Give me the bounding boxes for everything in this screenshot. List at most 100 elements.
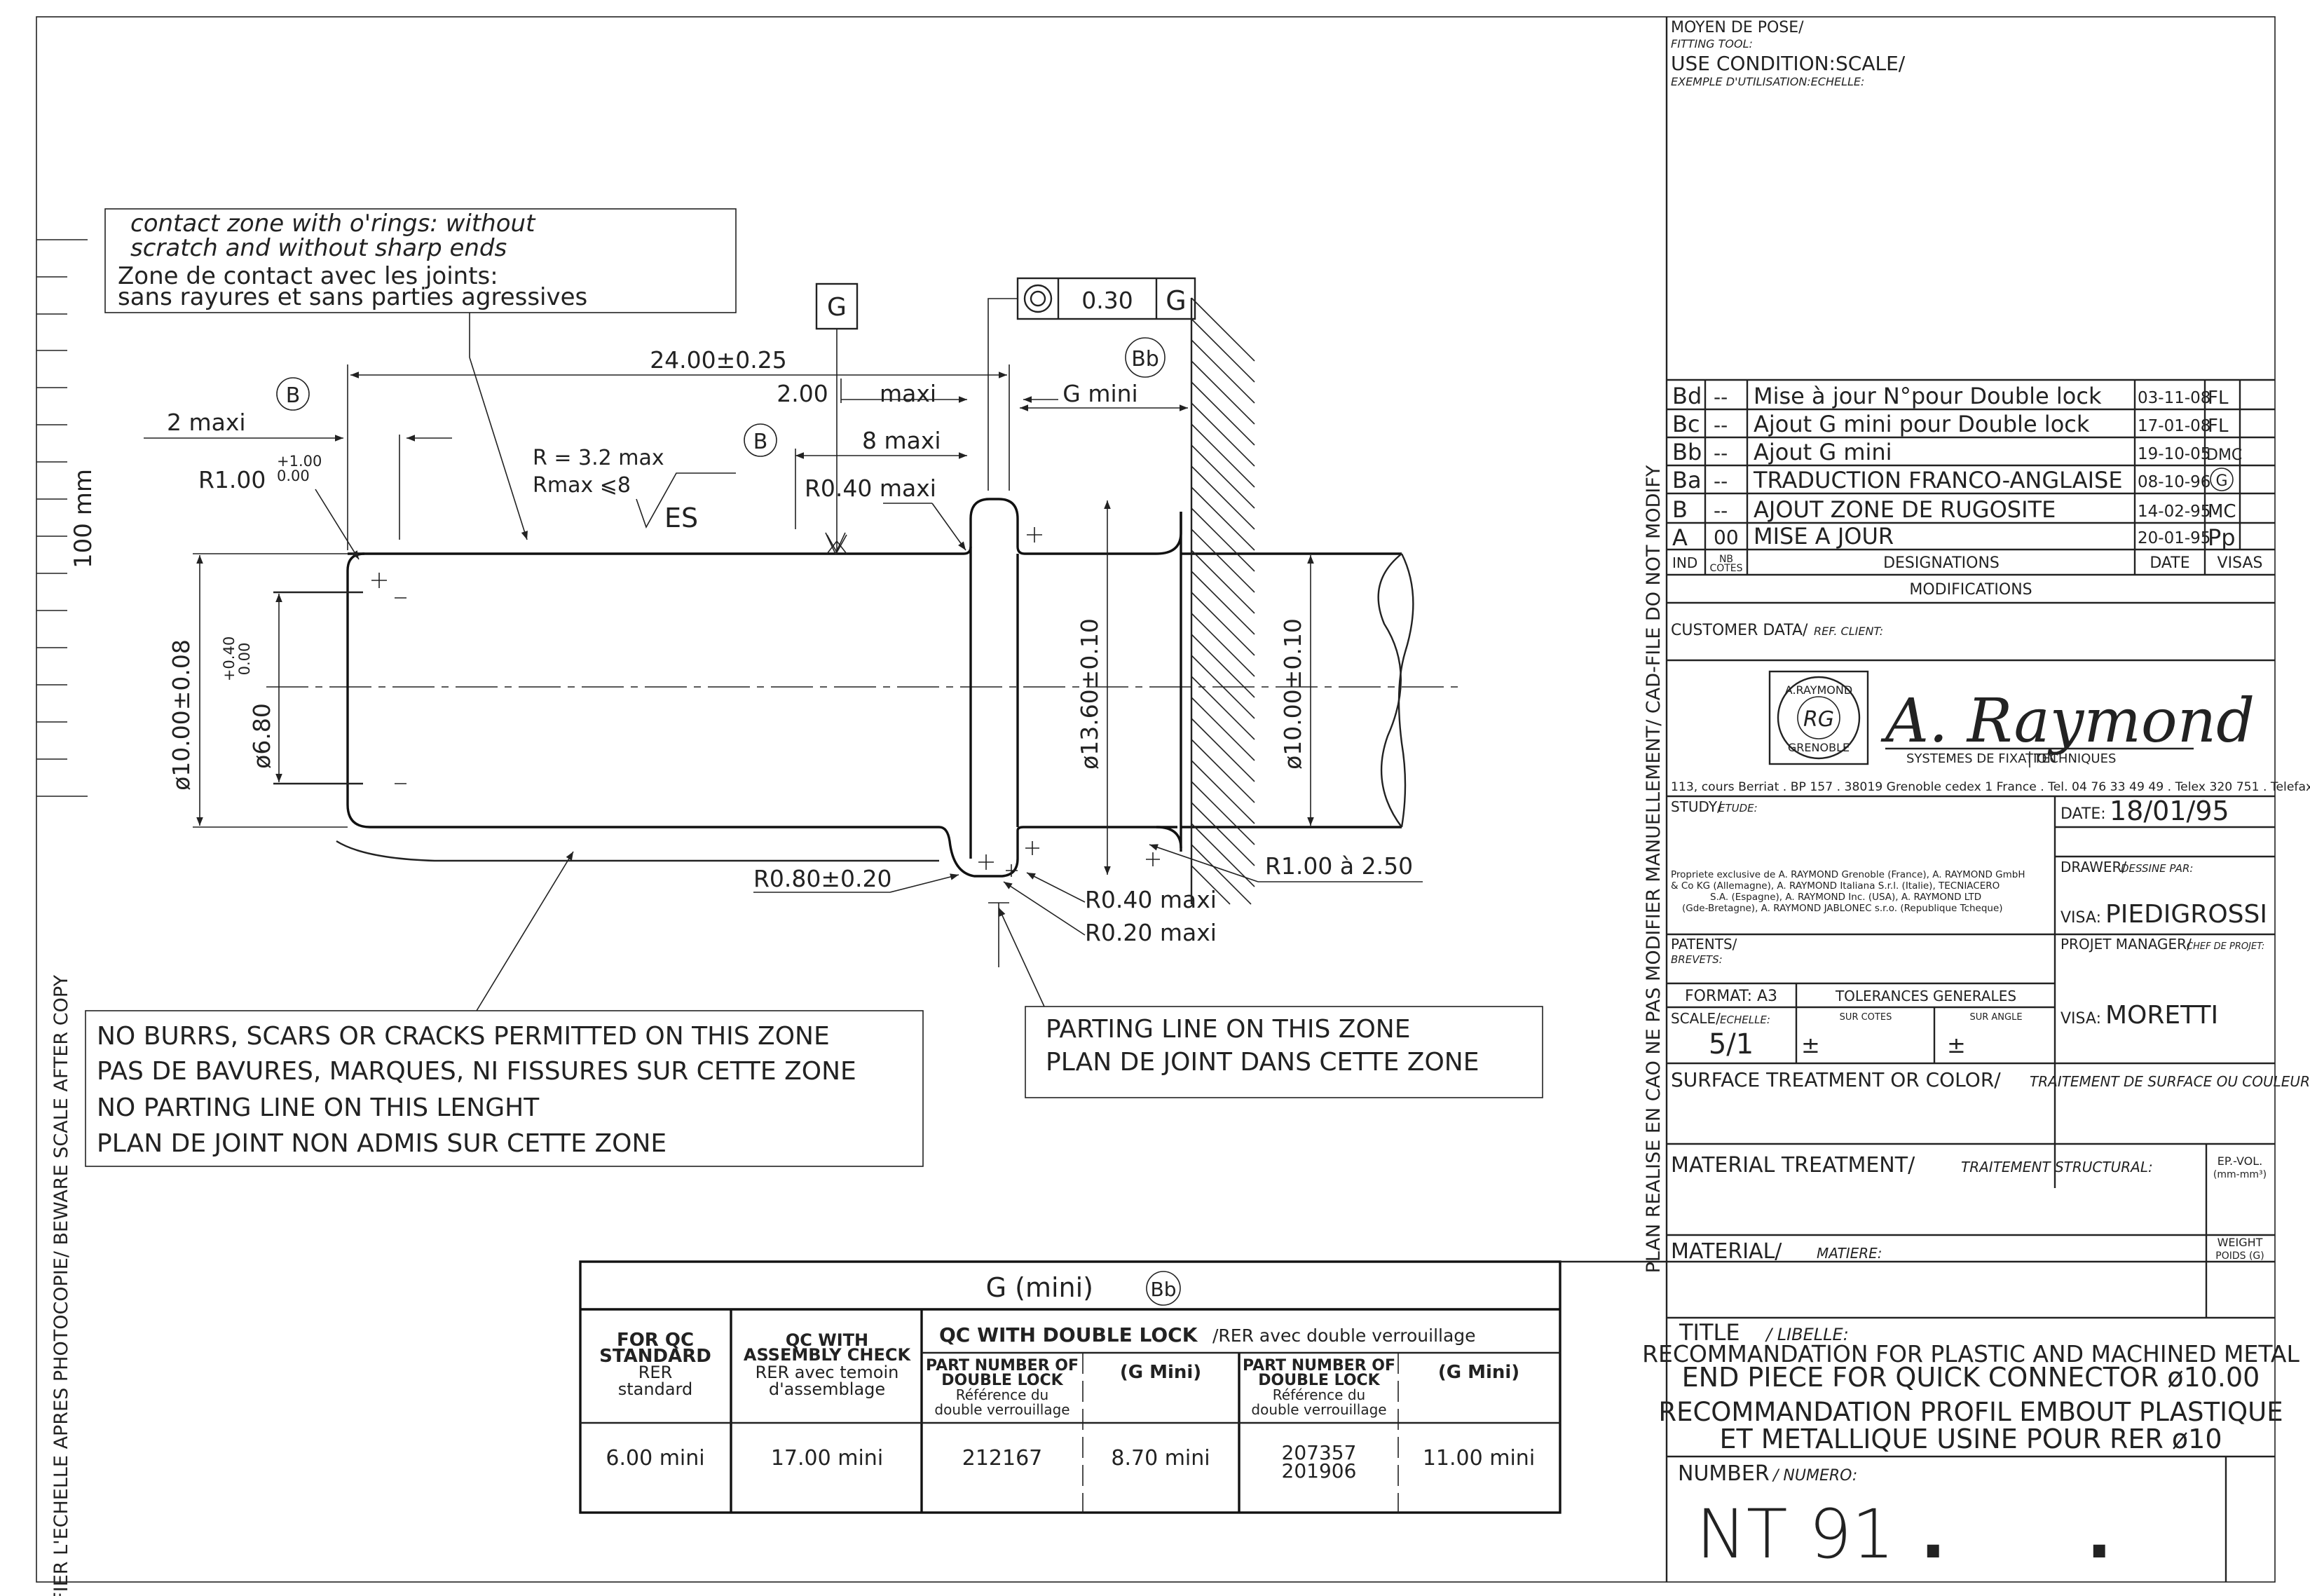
date-value: 18/01/95 [2110, 796, 2229, 826]
note-contact-en-1: contact zone with o'rings: without [130, 210, 536, 238]
dim-r1-250: R1.00 à 2.50 [1265, 852, 1413, 880]
rev-nb: -- [1714, 442, 1728, 465]
dim-r1-tol-plus: +1.00 [277, 453, 322, 470]
note-parting-1: PARTING LINE ON THIS ZONE [1046, 1015, 1410, 1044]
dim-r020: R0.20 maxi [1085, 919, 1217, 946]
dim-d680: ø6.80 [248, 703, 275, 769]
hdr-ind: IND [1672, 554, 1697, 571]
customer-data-fr: REF. CLIENT: [1814, 625, 1883, 638]
note-parting-line: PARTING LINE ON THIS ZONE PLAN DE JOINT … [998, 907, 1543, 1098]
part-profile [266, 297, 1458, 905]
gmini-table: G (mini) Bb FOR QC STANDARD RER standard… [579, 1260, 2275, 1514]
note-burrs: NO BURRS, SCARS OR CRACKS PERMITTED ON T… [85, 851, 924, 1167]
note-contact-en-2: scratch and without sharp ends [130, 234, 507, 262]
pn1-h1: PART NUMBER OF [926, 1357, 1079, 1375]
rev-desc: AJOUT ZONE DE RUGOSITE [1754, 496, 2056, 523]
scale-label: SCALE/ [1671, 1010, 1721, 1027]
dim-r080: R0.80±0.20 [753, 865, 892, 892]
table-title-badge: Bb [1151, 1278, 1177, 1301]
dim-2-maxi: 2 maxi [167, 409, 246, 436]
note-burrs-3: NO PARTING LINE ON THIS LENGHT [97, 1093, 540, 1122]
company-address: 113, cours Berriat . BP 157 . 38019 Gren… [1671, 780, 2310, 794]
col2-h1: QC WITH [786, 1330, 868, 1350]
val-pn1: 212167 [962, 1446, 1043, 1471]
material-treatment-fr: TRAITEMENT STRUCTURAL: [1961, 1159, 2153, 1175]
dim-r040: R0.40 maxi [1085, 886, 1217, 913]
number-label: NUMBER [1678, 1461, 1770, 1486]
seal-bottom: GRENOBLE [1788, 741, 1850, 754]
rev-desc: Mise à jour N°pour Double lock [1754, 383, 2102, 409]
ep-vol: EP.-VOL. [2217, 1154, 2262, 1168]
weight-label-fr: POIDS (G) [2215, 1250, 2264, 1262]
seal-top: A.RAYMOND [1785, 683, 1852, 697]
rev-desc: Ajout G mini pour Double lock [1754, 411, 2090, 437]
pm-label: PROJET MANAGER/ [2060, 936, 2192, 953]
rev-nb: -- [1714, 414, 1728, 437]
rev-row-3: Ba -- TRADUCTION FRANCO-ANGLAISE 08-10-9… [1672, 467, 2234, 493]
table-title: G (mini) [986, 1272, 1093, 1303]
dim-d1360: ø13.60±0.10 [1076, 618, 1103, 770]
rev-ind: Bd [1672, 383, 1702, 409]
col1-s2: standard [618, 1379, 692, 1399]
col2-s1: RER avec temoin [756, 1363, 899, 1382]
rev-ind: Bb [1672, 439, 1702, 465]
gmini2-h: (G Mini) [1438, 1362, 1519, 1383]
roughness-es: ES [664, 503, 698, 533]
val-gmini2: 11.00 mini [1423, 1446, 1535, 1471]
ep-unit: (mm-mm³) [2213, 1169, 2267, 1180]
rev-row-5: A 00 MISE A JOUR 20-01-95 Pp [1672, 523, 2236, 551]
pm-sym-angle: ± [1947, 1032, 1966, 1058]
hdr-modifications: MODIFICATIONS [1909, 581, 2032, 599]
property-line-3: S.A. (Espagne), A. RAYMOND Inc. (USA), A… [1710, 892, 1981, 903]
dim-two-maxi-label: maxi [880, 380, 936, 407]
surface-treatment: SURFACE TREATMENT OR COLOR/ [1671, 1068, 2001, 1091]
scale-warning-vertical: VERIFIER L'ECHELLE APRES PHOTOCOPIE/ BEW… [50, 974, 72, 1596]
rev-ind: B [1672, 496, 1688, 523]
date-label: DATE: [2060, 805, 2106, 823]
drawer-label: DRAWER/ [2060, 859, 2126, 875]
note-contact-zone: contact zone with o'rings: without scrat… [104, 208, 737, 540]
rev-nb: -- [1714, 386, 1728, 409]
rev-date: 20-01-95 [2138, 529, 2210, 547]
title-line-1: RECOMMANDATION FOR PLASTIC AND MACHINED … [1642, 1340, 2299, 1367]
rev-visa: Pp [2208, 524, 2236, 551]
pm-sym-cotes: ± [1801, 1032, 1820, 1058]
rev-desc: MISE A JOUR [1754, 523, 1894, 550]
rev-nb: -- [1714, 499, 1728, 522]
pn2-h1: PART NUMBER OF [1243, 1357, 1395, 1375]
fitting-tool-en: FITTING TOOL: [1671, 37, 1753, 50]
visa2-value: MORETTI [2105, 1001, 2218, 1030]
material-label-fr: MATIERE: [1817, 1245, 1882, 1262]
dim-d1000a: ø10.00±0.08 [168, 639, 195, 791]
val-standard: 6.00 mini [606, 1446, 704, 1471]
scale-label-fr: ECHELLE: [1720, 1014, 1770, 1026]
rev-date: 14-02-95 [2138, 503, 2210, 521]
property-line-2: & Co KG (Allemagne), A. RAYMOND Italiana… [1671, 880, 2000, 892]
rev-bubble-b2: B [753, 430, 768, 454]
note-burrs-1: NO BURRS, SCARS OR CRACKS PERMITTED ON T… [97, 1022, 830, 1051]
rev-date: 03-11-08 [2138, 389, 2210, 407]
note-burrs-4: PLAN DE JOINT NON ADMIS SUR CETTE ZONE [97, 1129, 667, 1158]
rev-desc: TRADUCTION FRANCO-ANGLAISE [1753, 467, 2123, 493]
gmini1-h: (G Mini) [1120, 1362, 1201, 1383]
material-treatment: MATERIAL TREATMENT/ [1671, 1153, 1915, 1178]
number-label-fr: / NUMERO: [1772, 1467, 1857, 1485]
rev-date: 17-01-08 [2138, 417, 2210, 435]
note-contact-fr-1: Zone de contact avec les joints: [118, 262, 498, 290]
pn2-s1: Référence du [1273, 1386, 1365, 1403]
fcf-datum: G [1166, 285, 1186, 316]
dim-g-mini: G mini [1062, 380, 1137, 407]
hdr-nb1: NB [1719, 554, 1733, 565]
brand-name: A. Raymond [1880, 686, 2255, 756]
scale-ruler [36, 239, 88, 797]
pn2-s2: double verrouillage [1251, 1401, 1386, 1418]
brand-sub: SYSTEMES DE FIXATION [1906, 751, 2056, 766]
title-line-4: ET METALLIQUE USINE POUR RER ø10 [1720, 1424, 2222, 1454]
fitting-tool: MOYEN DE POSE/ [1671, 19, 1804, 36]
material-label: MATERIAL/ [1671, 1239, 1782, 1264]
rev-bubble-b1: B [286, 383, 301, 408]
rev-row-1: Bc -- Ajout G mini pour Double lock 17-0… [1672, 411, 2229, 437]
sur-cotes: SUR COTES [1840, 1012, 1892, 1023]
patents-label: PATENTS/ [1671, 936, 1737, 953]
dim-length-total: 24.00±0.25 [650, 346, 787, 374]
